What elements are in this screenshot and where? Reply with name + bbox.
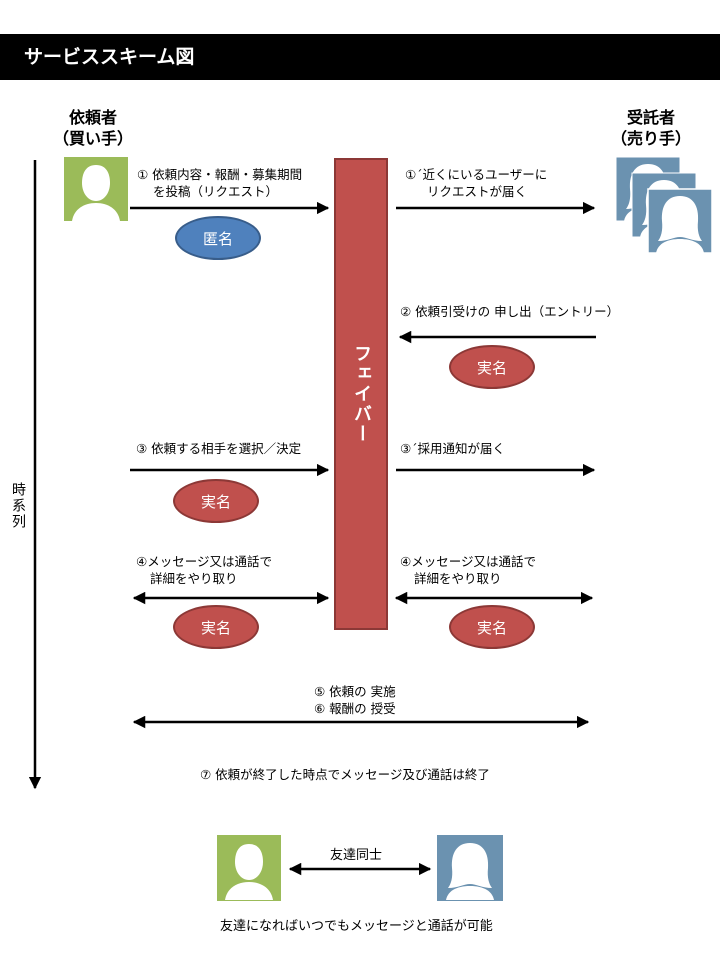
step7-text: ⑦ 依頼が終了した時点でメッセージ及び通話は終了 [200,767,490,782]
step4-right-line1: ④メッセージ又は通話で [400,554,536,569]
step2-text: ② 依頼引受けの 申し出（エントリー） [400,303,619,320]
step4-left-line2: 詳細をやり取り [150,571,238,586]
contractor-label: 受託者 （売り手） [596,107,706,149]
friend-requester-avatar-icon [217,835,281,901]
contractor-label-line1: 受託者 [626,108,675,127]
step4-right-text: ④メッセージ又は通話で 詳細をやり取り [400,553,536,587]
step1b-line2: リクエストが届く [427,184,528,199]
step3b-text: ③´採用通知が届く [400,440,505,457]
real-name-badge-step4-right: 実名 [449,605,535,649]
real-name-badge-step2: 実名 [449,345,535,389]
step1b-line1: ①´近くにいるユーザーに [405,167,548,182]
platform-name: フェイバー [351,344,372,444]
requester-label-line1: 依頼者 [68,108,117,127]
friends-arrow-label: 友達同士 [330,848,383,863]
step1b-text: ①´近くにいるユーザーに リクエストが届く [405,166,547,200]
anonymous-badge: 匿名 [175,216,261,260]
step4-right-line2: 詳細をやり取り [414,571,502,586]
real-name-badge-step3: 実名 [173,479,259,523]
diagram-title: サービススキーム図 [24,46,195,68]
platform-bar [334,158,388,630]
requester-label-line2: （買い手） [52,129,133,148]
friends-caption: 友達になればいつでもメッセージと通話が可能 [220,919,493,934]
step4-left-line1: ④メッセージ又は通話で [136,554,272,569]
step1-line2: を投稿（リクエスト） [153,184,279,199]
step4-left-text: ④メッセージ又は通話で 詳細をやり取り [136,553,272,587]
step56-line2: ⑥ 報酬の 授受 [314,701,396,716]
step1-text: ① 依頼内容・報酬・募集期間 を投稿（リクエスト） [137,166,302,200]
step3b-line1: ③´採用通知が届く [400,441,505,456]
step2-line1: ② 依頼引受けの 申し出（エントリー） [400,304,620,319]
contractor-avatars-icon [615,156,713,254]
requester-avatar-icon [64,157,128,221]
step3-text: ③ 依頼する相手を選択／決定 [136,440,301,457]
timeline-label: 時系列 [10,482,26,530]
step56-line1: ⑤ 依頼の 実施 [314,684,396,699]
step1-line1: ① 依頼内容・報酬・募集期間 [137,167,303,182]
step3-line1: ③ 依頼する相手を選択／決定 [136,441,302,456]
real-name-badge-step4-left: 実名 [173,605,259,649]
requester-label: 依頼者 （買い手） [38,107,148,149]
title-bar [0,34,720,80]
contractor-label-line2: （売り手） [610,129,691,148]
friend-contractor-avatar-icon [437,835,503,901]
step56-text: ⑤ 依頼の 実施 ⑥ 報酬の 授受 [314,683,396,717]
